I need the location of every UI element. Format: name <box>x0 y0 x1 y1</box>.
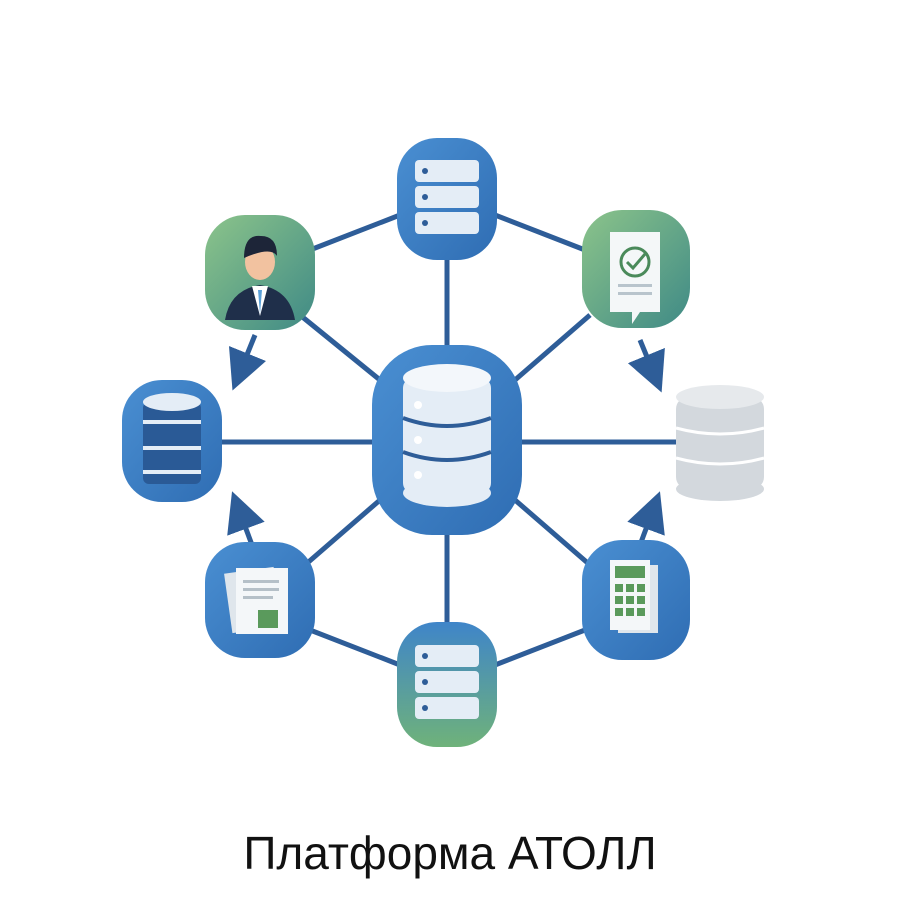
edge-bottom-bottomleft <box>309 627 401 668</box>
calculator-document-icon <box>610 560 658 633</box>
node-top-left <box>205 215 315 330</box>
edge-bottom-bottomright <box>494 627 586 668</box>
edge-center-topleft <box>298 313 382 382</box>
node-bottom-right <box>582 540 690 660</box>
node-bottom <box>397 622 497 747</box>
node-left <box>122 380 222 502</box>
database-icon <box>402 364 492 507</box>
arrow-bottomleft-left <box>227 491 265 546</box>
diagram-title: Платформа АТОЛЛ <box>243 827 657 879</box>
database-icon <box>143 393 201 484</box>
node-top <box>397 138 497 260</box>
user-icon <box>225 235 295 320</box>
node-center <box>372 345 522 535</box>
node-bottom-left <box>205 542 315 658</box>
approved-document-icon <box>610 232 660 324</box>
server-icon <box>415 645 479 719</box>
arrow-topleft-left <box>228 334 267 391</box>
edge-center-bottomright <box>513 498 592 567</box>
arrow-topright-right <box>627 339 665 393</box>
node-top-right <box>582 210 690 328</box>
database-icon <box>675 385 765 501</box>
server-icon <box>415 160 479 234</box>
connections <box>220 212 680 668</box>
edge-center-topright <box>513 313 592 382</box>
edge-center-bottomleft <box>303 498 382 567</box>
node-right <box>675 385 765 501</box>
documents-icon <box>224 566 288 634</box>
edge-top-topright <box>494 212 586 253</box>
edge-top-topleft <box>309 212 401 253</box>
arrow-bottomright-right <box>627 491 665 546</box>
